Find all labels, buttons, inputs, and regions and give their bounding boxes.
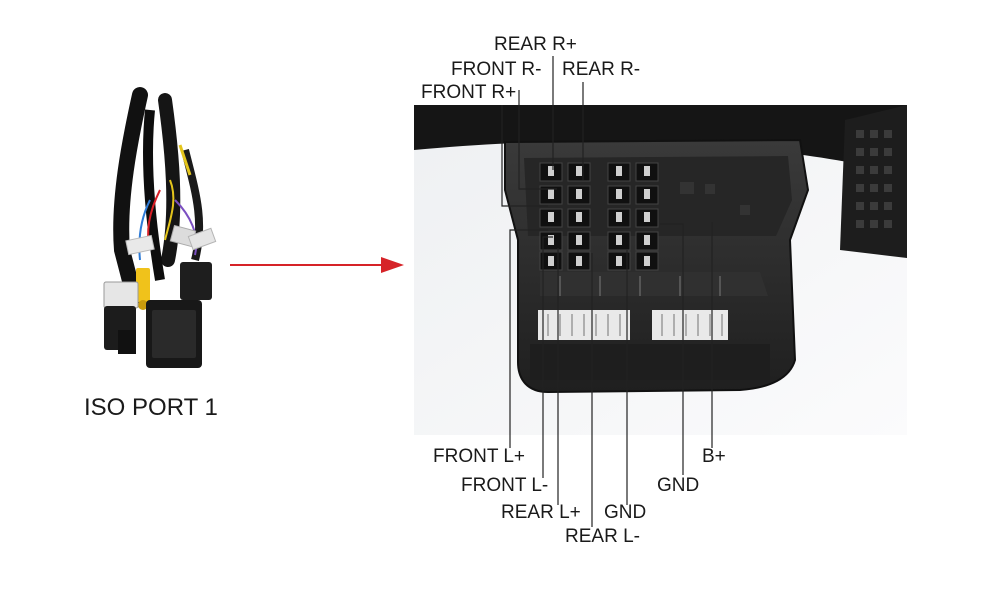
pointer-arrow [230,257,404,273]
label-front-r-minus: FRONT R- [451,59,541,80]
label-rear-r-minus: REAR R- [562,59,640,80]
label-b-plus: B+ [702,446,726,467]
pin-labels: REAR R+ FRONT R- REAR R- FRONT R+ FRONT … [421,34,726,547]
connector-photo [414,105,907,435]
leader-front-r-plus [501,105,548,207]
wiring-harness-image [103,87,217,368]
label-rear-l-minus: REAR L- [565,526,640,547]
leader-front-r-minus [518,90,557,190]
label-front-l-minus: FRONT L- [461,475,548,496]
leader-front-l-minus [542,236,553,478]
label-gnd-1: GND [604,502,646,523]
label-gnd-2: GND [657,475,699,496]
leader-gnd-2 [660,223,684,475]
port-title: ISO PORT 1 [84,394,218,421]
leader-lines [501,56,713,527]
leader-front-l-plus [509,229,548,448]
label-front-r-plus: FRONT R+ [421,82,516,103]
label-rear-l-plus: REAR L+ [501,502,581,523]
label-front-l-plus: FRONT L+ [433,446,525,467]
label-rear-r-plus: REAR R+ [494,34,577,55]
